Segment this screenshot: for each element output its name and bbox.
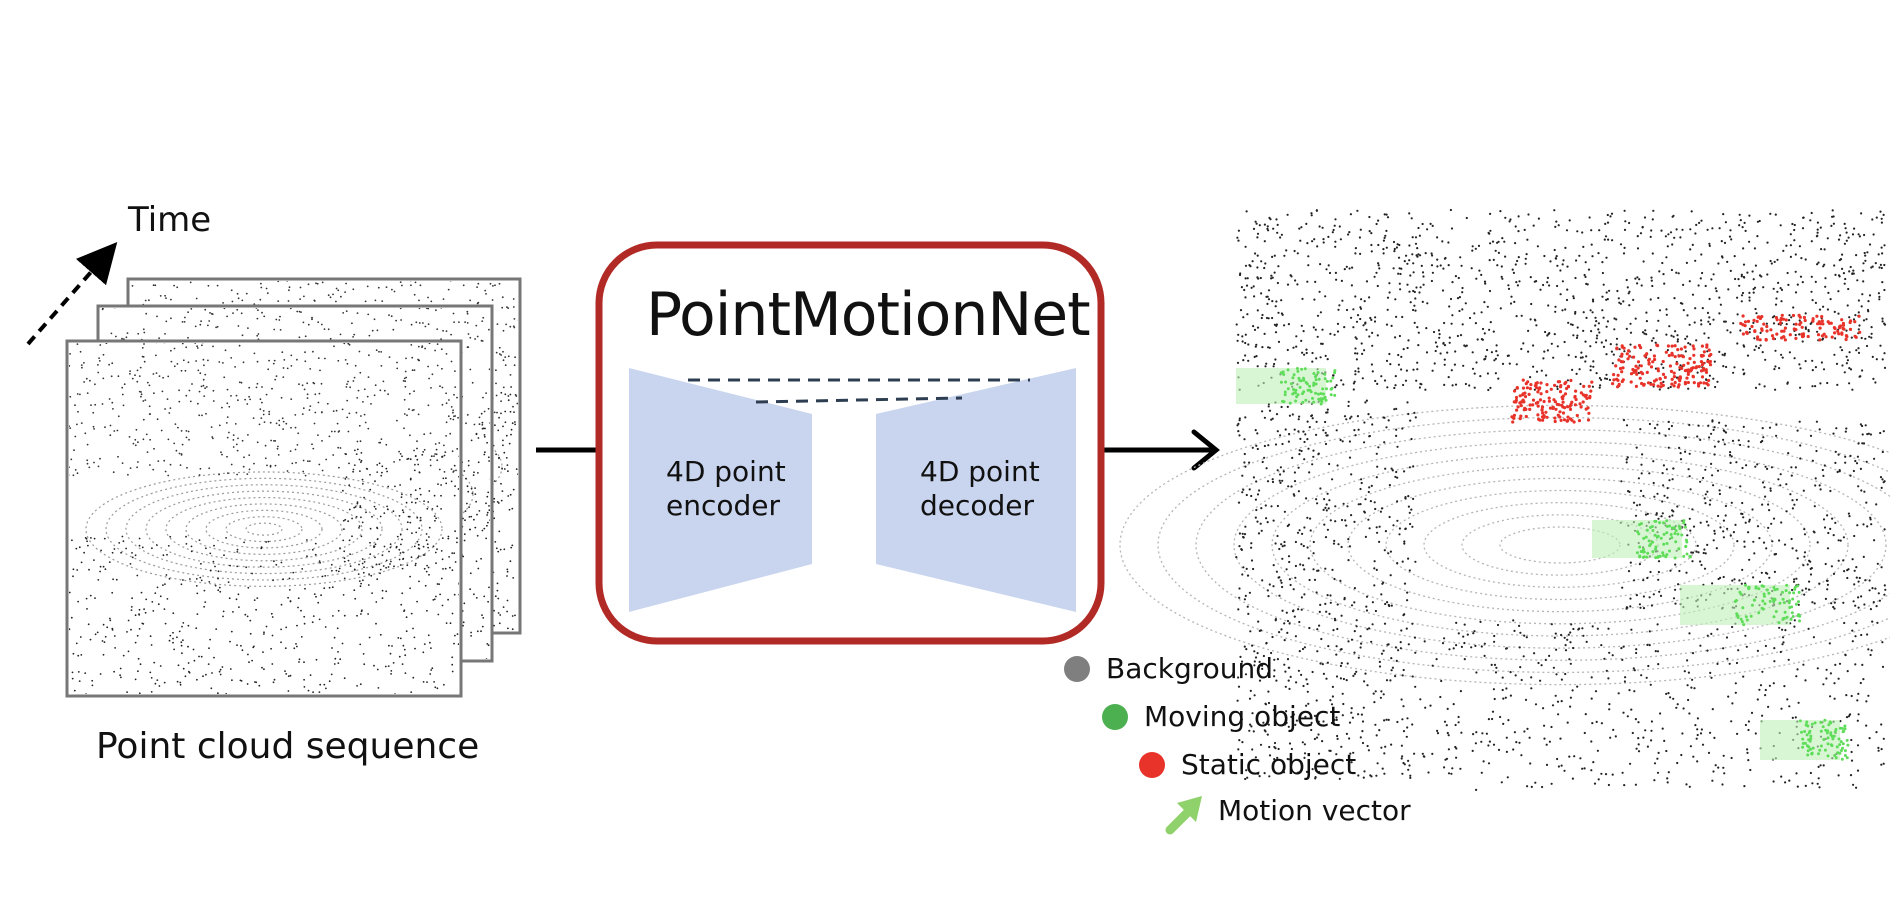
legend-static-label: Static object <box>1181 748 1356 781</box>
motion-vector-icon <box>1170 796 1202 830</box>
static-object-dot-icon <box>1139 752 1165 778</box>
legend-motion-label: Motion vector <box>1218 794 1411 827</box>
background-dot-icon <box>1064 656 1090 682</box>
time-label: Time <box>128 200 211 240</box>
output-arrow <box>1100 432 1216 468</box>
legend-moving-label: Moving object <box>1144 700 1340 733</box>
network-title: PointMotionNet <box>646 280 1090 350</box>
legend-moving: Moving object <box>1102 700 1340 733</box>
point-cloud-sequence-caption: Point cloud sequence <box>96 726 479 767</box>
legend-static: Static object <box>1139 748 1356 781</box>
legend-background-label: Background <box>1106 652 1273 685</box>
point-cloud-frames <box>66 278 521 697</box>
encoder-label: 4D point encoder <box>666 455 786 523</box>
legend-background: Background <box>1064 652 1273 685</box>
decoder-label: 4D point decoder <box>920 455 1040 523</box>
moving-object-dot-icon <box>1102 704 1128 730</box>
legend-motion: Motion vector <box>1218 794 1411 827</box>
frame-front <box>67 341 461 696</box>
